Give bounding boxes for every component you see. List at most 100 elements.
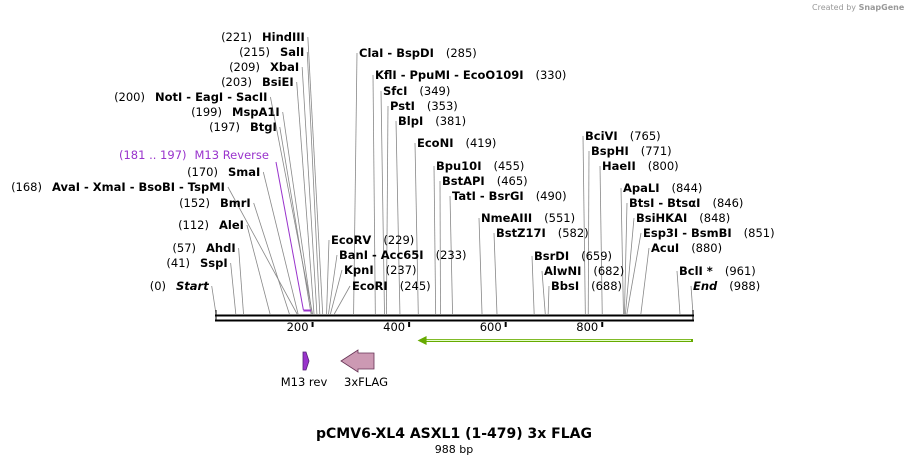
enzyme-name: AvaI - XmaI - BsoBI - TspMI [52, 180, 225, 194]
enzyme-label: (197)BtgI [209, 120, 277, 134]
enzyme-position: (688) [591, 279, 622, 293]
enzyme-name: KpnI [344, 263, 374, 277]
enzyme-site-ahdi[interactable]: (57)AhdI [172, 241, 235, 255]
enzyme-label: Esp3I - BsmBI(851) [643, 226, 775, 240]
enzyme-site-bstapi[interactable]: BstAPI(465) [442, 174, 528, 188]
enzyme-site-bsphi[interactable]: BspHI (771) [591, 144, 672, 158]
enzyme-position: (229) [383, 233, 414, 247]
enzyme-site-bmri[interactable]: (152)BmrI [179, 196, 251, 210]
enzyme-leader-line [306, 51, 321, 315]
enzyme-site-alei[interactable]: (112)AleI [178, 218, 244, 232]
sequence-backbone [215, 310, 694, 322]
enzyme-label: (199)MspA1I [191, 105, 280, 119]
enzyme-name: BspHI [591, 144, 629, 158]
enzyme-label: (152)BmrI [179, 196, 251, 210]
enzyme-site-xbai[interactable]: (209)XbaI [229, 60, 299, 74]
enzyme-label: BanI - Acc65I(233) [339, 248, 467, 262]
enzyme-name: AleI [219, 218, 244, 232]
enzyme-label: BstZ17I(582) [496, 226, 589, 240]
enzyme-name: BciVI [585, 129, 618, 143]
enzyme-site-ecorv[interactable]: EcoRV (229) [331, 233, 414, 247]
feature-shape [340, 349, 375, 373]
enzyme-site-sfci[interactable]: SfcI(349) [383, 84, 450, 98]
enzyme-leader-line [211, 285, 217, 315]
enzyme-leader-line [478, 217, 483, 315]
enzyme-label: (209)XbaI [229, 60, 299, 74]
enzyme-leader-line [395, 120, 401, 315]
map-title: pCMV6-XL4 ASXL1 (1-479) 3x FLAG [316, 426, 592, 442]
enzyme-name: EcoRV [331, 233, 371, 247]
enzyme-name: HaeII [602, 159, 636, 173]
enzyme-site-mspa1i[interactable]: (199)MspA1I [191, 105, 280, 119]
enzyme-leader-line [307, 36, 324, 315]
enzyme-label: BspHI (771) [591, 144, 672, 158]
enzyme-site-blpi[interactable]: BlpI(381) [398, 114, 466, 128]
enzyme-site-btsi-bts-i[interactable]: BtsI - BtsαI(846) [629, 196, 743, 210]
enzyme-site-sali[interactable]: (215)SalI [239, 45, 304, 59]
enzyme-label: TatI - BsrGI(490) [452, 189, 567, 203]
enzyme-site-bpu10i[interactable]: Bpu10I(455) [436, 159, 524, 173]
enzyme-site-kfli-ppumi-ecoo109i[interactable]: KflI - PpuMI - EcoO109I(330) [375, 68, 566, 82]
enzyme-site-bsihkai[interactable]: BsiHKAI(848) [636, 211, 730, 225]
enzyme-site-bstz17i[interactable]: BstZ17I(582) [496, 226, 589, 240]
enzyme-site-end[interactable]: End(988) [693, 279, 760, 293]
enzyme-site-avai-xmai-bsobi-tspmi[interactable]: (168) AvaI - XmaI - BsoBI - TspMI [11, 180, 225, 194]
enzyme-site-hindiii[interactable]: (221)HindIII [221, 30, 305, 44]
enzyme-position: (682) [593, 264, 624, 278]
feature-m13-rev[interactable]: M13 rev [281, 351, 328, 389]
enzyme-leader-line [541, 270, 546, 315]
enzyme-site-nmeaiii[interactable]: NmeAIII(551) [481, 211, 575, 225]
enzyme-site-haeii[interactable]: HaeII(800) [602, 159, 679, 173]
enzyme-site-ecori[interactable]: EcoRI(245) [352, 279, 431, 293]
enzyme-position: (168) [11, 180, 42, 194]
enzyme-position: (215) [239, 45, 270, 59]
enzyme-leader-line [282, 111, 313, 315]
enzyme-site-apali[interactable]: ApaLI(844) [623, 181, 702, 195]
enzyme-site-bani-acc65i[interactable]: BanI - Acc65I(233) [339, 248, 467, 262]
primer-label[interactable]: (181 .. 197)M13 Reverse [119, 148, 269, 162]
enzyme-position: (353) [427, 99, 458, 113]
enzyme-position: (880) [691, 241, 722, 255]
enzyme-position: (490) [536, 189, 567, 203]
enzyme-site-noti-eagi-sacii[interactable]: (200)NotI - EagI - SacII [114, 90, 267, 104]
enzyme-position: (197) [209, 120, 240, 134]
enzyme-site-bbsi[interactable]: BbsI(688) [551, 279, 622, 293]
enzyme-site-acui[interactable]: AcuI(880) [651, 241, 722, 255]
enzyme-site-econi[interactable]: EcoNI(419) [417, 136, 496, 150]
enzyme-site-btgi[interactable]: (197)BtgI [209, 120, 277, 134]
enzyme-leader-line [620, 187, 624, 315]
enzyme-leader-line [625, 217, 635, 315]
enzyme-label: PstI(353) [390, 99, 458, 113]
enzyme-site-start[interactable]: (0)Start [150, 279, 210, 293]
enzyme-site-smai[interactable]: (170)SmaI [187, 165, 260, 179]
enzyme-site-bcli[interactable]: BclI *(961) [679, 264, 756, 278]
enzyme-site-kpni[interactable]: KpnI(237) [344, 263, 417, 277]
enzyme-position: (170) [187, 165, 218, 179]
enzyme-site-clai-bspdi[interactable]: ClaI - BspDI(285) [359, 46, 477, 60]
enzyme-position: (221) [221, 30, 252, 44]
enzyme-leader-line [262, 171, 299, 315]
enzyme-site-bsrdi[interactable]: BsrDI(659) [534, 249, 612, 263]
m13-reverse-primer: (181 .. 197)M13 Reverse [119, 148, 312, 312]
enzyme-site-psti[interactable]: PstI(353) [390, 99, 458, 113]
feature-3xflag[interactable]: 3xFLAG [340, 349, 388, 389]
enzyme-name: EcoRI [352, 279, 388, 293]
enzyme-label: SfcI(349) [383, 84, 450, 98]
enzyme-site-sspi[interactable]: (41)SspI [166, 256, 227, 270]
enzyme-label: (221)HindIII [221, 30, 305, 44]
enzyme-label: BstAPI(465) [442, 174, 528, 188]
enzyme-label: BtsI - BtsαI(846) [629, 196, 743, 210]
enzyme-site-alwni[interactable]: AlwNI(682) [544, 264, 624, 278]
enzyme-site-bsiei[interactable]: (203)BsiEI [221, 75, 294, 89]
enzyme-position: (771) [641, 144, 672, 158]
enzyme-leader-line [333, 285, 351, 315]
enzyme-site-bcivi[interactable]: BciVI(765) [585, 129, 661, 143]
enzyme-label: (57)AhdI [172, 241, 235, 255]
enzyme-label: BciVI(765) [585, 129, 661, 143]
enzyme-site-tati-bsrgi[interactable]: TatI - BsrGI(490) [452, 189, 567, 203]
enzyme-name: Bpu10I [436, 159, 481, 173]
green-arrow-highlight [422, 339, 691, 341]
enzyme-site-esp3i-bsmbi[interactable]: Esp3I - BsmBI(851) [643, 226, 775, 240]
enzyme-leader-line [531, 255, 535, 315]
